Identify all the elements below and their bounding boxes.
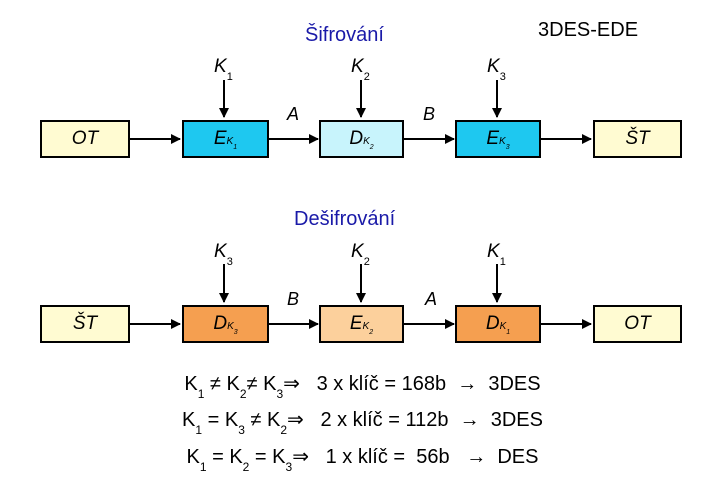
equation-3des-three-keys: K1 ≠ K2≠ K3⇒ 3 x klíč = 168b → 3DES	[184, 373, 541, 401]
dec-key-label-2: K2	[351, 241, 370, 268]
enc-mid-label-b: B	[423, 104, 436, 124]
dec-mid-label-b: B	[287, 289, 300, 309]
dec-output-box: OT	[593, 305, 682, 343]
dec-key-label-3: K1	[487, 241, 506, 268]
decryption-title: Dešifrování	[294, 208, 396, 230]
enc-mid-label-a: A	[287, 104, 300, 124]
enc-key-label-3: K3	[487, 56, 506, 83]
enc-input-box: OT	[40, 120, 130, 158]
equation-3des-two-keys: K1 = K3 ≠ K2⇒ 2 x klíč = 112b → 3DES	[182, 409, 543, 437]
equation-des-one-key: K1 = K2 = K3⇒ 1 x klíč = 56b → DES	[186, 446, 539, 474]
encryption-title: Šifrování	[305, 24, 384, 46]
enc-output-box: ŠT	[593, 120, 682, 158]
enc-key-label-2: K2	[351, 56, 370, 83]
dec-key-label-1: K3	[214, 241, 233, 268]
enc-key-label-1: K1	[214, 56, 233, 83]
dec-input-box: ŠT	[40, 305, 130, 343]
dec-mid-label-a: A	[425, 289, 438, 309]
mode-tag: 3DES-EDE	[538, 19, 639, 41]
